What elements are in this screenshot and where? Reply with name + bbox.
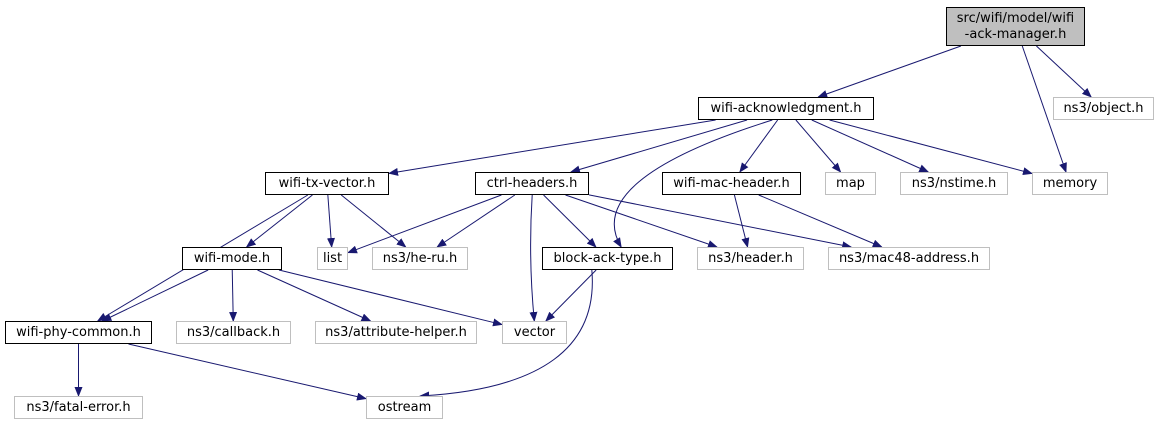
edge-block-to-ostream: [419, 269, 593, 400]
node-map: map: [825, 172, 876, 195]
edge-ack-to-memory: [829, 119, 1033, 176]
edge-ctrl-to-block: [543, 194, 597, 248]
edge-root-to-memory: [1021, 45, 1067, 173]
node-txvec[interactable]: wifi-tx-vector.h: [265, 172, 389, 195]
node-memory: memory: [1032, 172, 1108, 195]
edge-ack-to-nstime: [811, 119, 930, 173]
edge-mode-to-vector: [278, 269, 503, 327]
edge-ctrl-to-list: [347, 194, 502, 254]
node-phy[interactable]: wifi-phy-common.h: [5, 321, 152, 344]
edge-ack-to-ctrl: [569, 119, 748, 174]
node-callback: ns3/callback.h: [176, 321, 291, 344]
edge-block-to-vector: [545, 269, 597, 322]
edge-ctrl-to-heru: [436, 194, 516, 248]
edge-ctrl-to-mac48: [588, 194, 853, 250]
edge-txvec-to-mode: [245, 194, 313, 248]
node-root: src/wifi/model/wifi -ack-manager.h: [946, 7, 1085, 46]
edge-ctrl-to-header: [565, 194, 718, 248]
edge-root-to-ack: [817, 45, 962, 98]
edge-machdr-to-header: [733, 194, 750, 248]
node-mode[interactable]: wifi-mode.h: [182, 247, 282, 270]
edge-ctrl-to-vector: [529, 194, 538, 322]
node-object: ns3/object.h: [1053, 97, 1154, 120]
edge-root-to-object: [1036, 45, 1092, 98]
node-machdr[interactable]: wifi-mac-header.h: [662, 172, 801, 195]
node-ctrl[interactable]: ctrl-headers.h: [475, 172, 589, 195]
edge-ack-to-txvec: [388, 119, 716, 176]
node-heru: ns3/he-ru.h: [372, 247, 468, 270]
edge-mode-to-attr: [257, 269, 372, 322]
node-vector: vector: [502, 321, 567, 344]
edge-mode-to-callback: [229, 269, 238, 322]
node-block[interactable]: block-ack-type.h: [542, 247, 673, 270]
edges-layer: [74, 45, 1092, 401]
edge-txvec-to-heru: [340, 194, 407, 248]
node-ostream: ostream: [366, 396, 443, 419]
node-fatal: ns3/fatal-error.h: [14, 396, 143, 419]
node-attr: ns3/attribute-helper.h: [315, 321, 477, 344]
edge-ack-to-block: [613, 119, 773, 248]
edge-ack-to-map: [795, 119, 842, 173]
edge-phy-to-ostream: [128, 343, 367, 401]
node-header: ns3/header.h: [697, 247, 804, 270]
node-list: list: [317, 247, 348, 270]
edge-txvec-to-list: [327, 194, 335, 248]
node-ack[interactable]: wifi-acknowledgment.h: [698, 97, 874, 120]
edge-machdr-to-mac48: [758, 194, 883, 248]
node-mac48: ns3/mac48-address.h: [828, 247, 990, 270]
edge-mode-to-phy: [101, 269, 209, 322]
node-nstime: ns3/nstime.h: [900, 172, 1008, 195]
edge-ack-to-machdr: [739, 119, 779, 173]
